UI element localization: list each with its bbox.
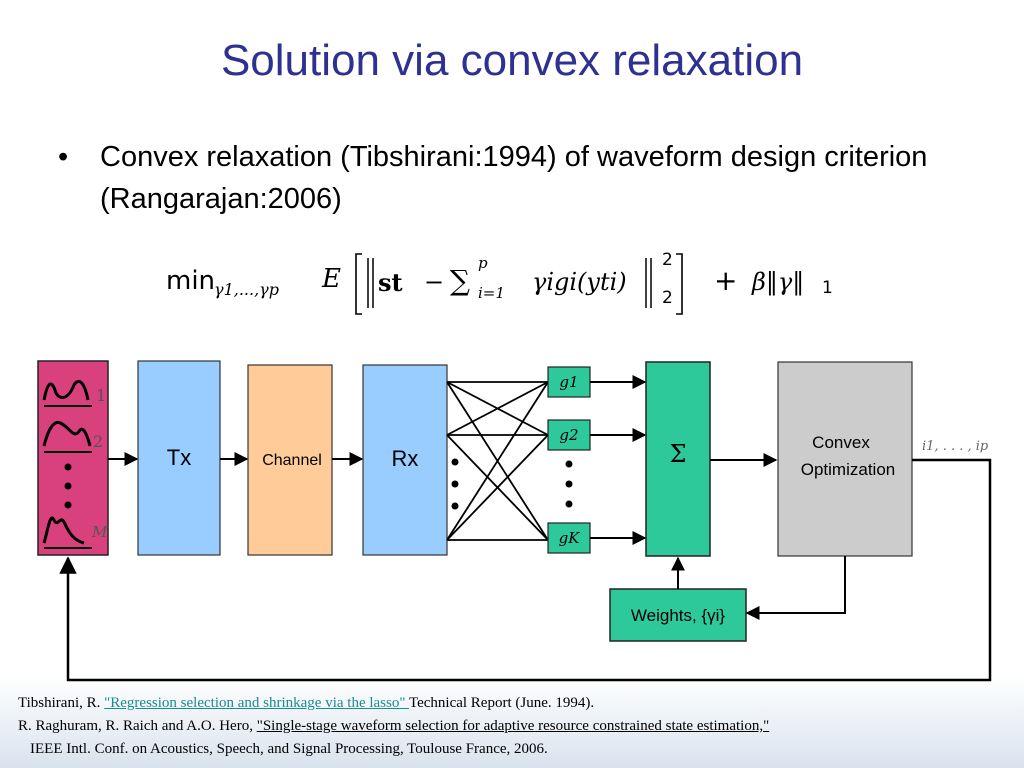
reference-2-title: "Single-stage waveform selection for ada… [256,718,770,734]
formula-norm-sup: 2 [662,250,673,270]
reference-2-author: R. Raghuram, R. Raich and A.O. Hero, [18,718,257,734]
convex-optimization-block [777,361,913,557]
slide-title: Solution via convex relaxation [220,36,804,85]
waveform-m-icon [42,516,85,545]
source-label-m: M [91,523,108,541]
filter-g2-block [547,419,591,451]
formula-sum-lower: i=1 [478,284,505,302]
output-indices-label: i1, . . . , ip [922,439,989,454]
formula-min-subscript: γ1,...,γp [214,280,279,299]
formula-min: min [166,266,216,296]
references: Tibshirani, R. "Regression selection and… [18,692,1018,761]
reference-1-rest: Technical Report (June. 1994). [408,695,595,711]
feedback-loop-arrow [59,458,992,682]
formula-plus: + [714,264,738,297]
reference-2: R. Raghuram, R. Raich and A.O. Hero, "Si… [18,715,1018,738]
reference-1: Tibshirani, R. "Regression selection and… [18,692,1018,715]
convex-label-line2: Optimization [801,460,895,479]
filter-g1-label: g1 [559,373,578,391]
source-label-2: 2 [93,432,103,451]
formula-term: γigi(yti) [532,268,627,296]
source-block-rect [37,360,109,556]
arrow-convex-to-weights [745,556,846,620]
filter-g2-label: g2 [559,426,578,444]
bullet-text: Convex relaxation (Tibshirani:1994) of w… [100,141,928,215]
rx-block [362,364,448,556]
channel-block [247,364,333,556]
waveform-1-icon [42,379,90,401]
reference-1-link[interactable]: "Regression selection and shrinkage via … [104,695,409,711]
formula-expectation: E [322,264,341,294]
filter-gk-label: gK [559,529,581,547]
filter-gk-block [547,522,591,554]
convex-label-line1: Convex [812,433,870,452]
formula-sum-upper: p [478,254,488,272]
rx-label: Rx [392,446,419,471]
formula-s-t: st [378,268,403,297]
reference-2-venue: IEEE Intl. Conf. on Acoustics, Speech, a… [30,741,548,757]
channel-label: Channel [262,452,322,469]
formula-brackets [355,253,683,315]
formula-penalty: β‖γ‖ [752,268,805,296]
summation-label: Σ [670,440,687,468]
waveform-2-icon [42,421,92,447]
weights-label: Weights, {γi} [631,606,726,625]
reference-1-author: Tibshirani, R. [18,695,105,711]
waveform-source-block: 1 2 M [37,360,109,556]
formula-norm-sub: 2 [662,288,673,308]
system-block-diagram: 1 2 M Tx Channel Rx g1 g2 gK Σ [37,360,992,682]
tx-label: Tx [167,445,191,470]
formula-sum-symbol: ∑ [450,264,470,297]
rx-filter-crossbar [446,381,549,541]
weights-block [609,588,747,642]
source-label-1: 1 [96,386,106,405]
objective-formula: min γ1,...,γp E st − ∑ p i=1 γigi(yti) 2… [162,250,862,320]
formula-penalty-subscript: 1 [822,278,833,298]
tx-block [137,360,221,556]
bullet-symbol: • [58,141,69,173]
